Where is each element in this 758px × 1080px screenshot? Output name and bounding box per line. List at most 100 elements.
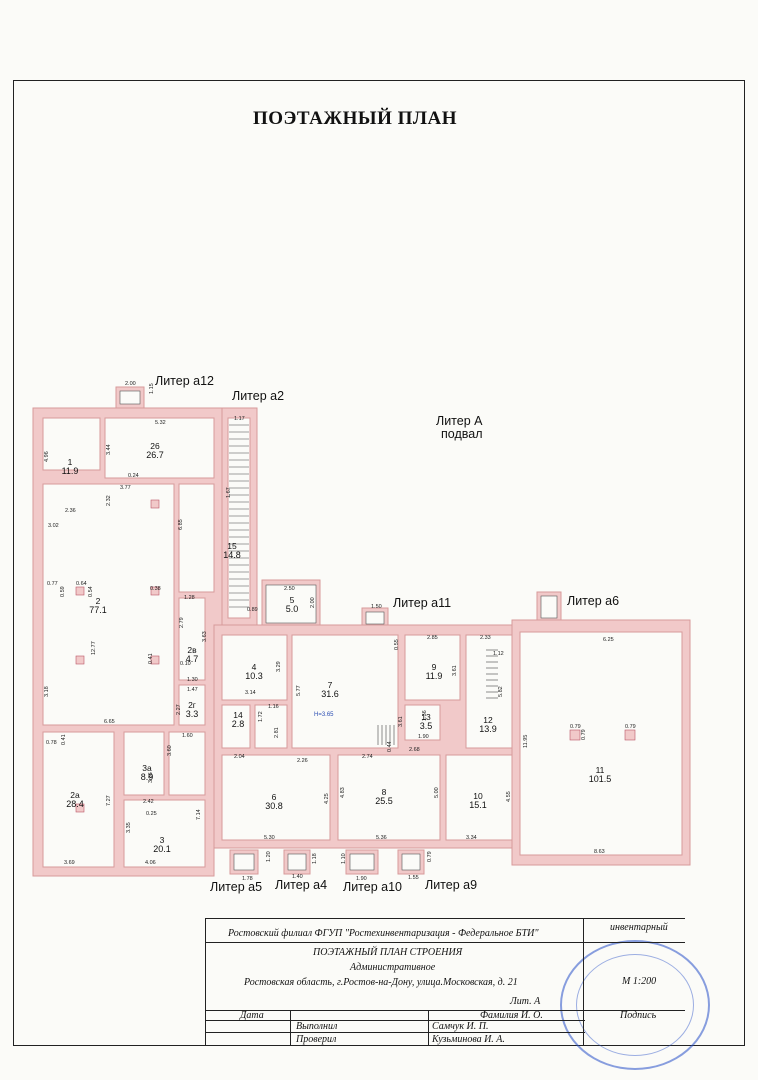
liter-label-a12: Литер а12 — [155, 374, 214, 388]
room-area: 11.9 — [426, 671, 443, 681]
dimension-label: 1.72 — [258, 711, 264, 722]
room-area: 20.1 — [153, 844, 171, 854]
room-number: 8 — [382, 787, 387, 797]
dimension-label: 3.35 — [126, 822, 132, 833]
dimension-label: 2.68 — [409, 747, 420, 753]
liter-label-a2: Литер а2 — [232, 389, 284, 403]
room-area: 11.9 — [62, 466, 79, 476]
room-number: 11 — [596, 765, 605, 775]
dimension-label: 1.40 — [292, 874, 303, 880]
room-area: 3.5 — [420, 721, 433, 731]
tb-did-name: Самчук И. П. — [432, 1021, 489, 1032]
dimension-label: 5.30 — [264, 835, 275, 841]
tb-lit: Лит. А — [510, 996, 541, 1007]
dimension-label: 0.38 — [150, 586, 161, 592]
room-number: 5 — [290, 595, 295, 605]
dimension-label: 0.79 — [581, 729, 587, 740]
dimension-label: 3.34 — [466, 835, 477, 841]
dimension-label: 1.47 — [187, 687, 198, 693]
dimension-label: 0.59 — [60, 586, 66, 597]
dimension-label: 3.61 — [452, 665, 458, 676]
dimension-label: 1.17 — [234, 416, 245, 422]
dimension-label: 4.83 — [340, 787, 346, 798]
liter-label-A_sub: подвал — [441, 427, 483, 441]
tb-col-name: Фамилия И. О. — [480, 1010, 543, 1021]
dimension-label: 5.32 — [155, 420, 166, 426]
dimension-label: 1.90 — [356, 876, 367, 882]
tb-col-sign: Подпись — [620, 1010, 657, 1021]
room-area: 8.9 — [141, 772, 154, 782]
dimension-label: 3.86 — [148, 772, 154, 783]
room-number: 2 — [96, 596, 101, 606]
dimension-label: 4.25 — [324, 793, 330, 804]
dimension-label: 2.00 — [125, 381, 136, 387]
dimension-label: 2.81 — [274, 727, 280, 738]
dimension-label: 1.12 — [493, 651, 504, 657]
dimension-label: 2.27 — [176, 704, 182, 715]
room-number: 14 — [233, 710, 243, 720]
dimension-label: 3.02 — [48, 523, 59, 529]
height-mark: H=3.65 — [314, 712, 334, 718]
dimension-label: 1.20 — [266, 851, 272, 862]
dimension-label: 6.25 — [603, 637, 614, 643]
tb-scale: М 1:200 — [622, 976, 657, 987]
dimension-label: 0.77 — [47, 581, 58, 587]
tb-address: Ростовская область, г.Ростов-на-Дону, ул… — [244, 977, 518, 988]
dimension-label: 0.44 — [387, 741, 393, 752]
liter-label-a6: Литер а6 — [567, 594, 619, 608]
dimension-label: 5.36 — [376, 835, 387, 841]
room-number: 13 — [421, 712, 431, 722]
dimension-label: 4.06 — [145, 860, 156, 866]
room-number: 10 — [473, 791, 483, 801]
tb-document: ПОЭТАЖНЫЙ ПЛАН СТРОЕНИЯ — [313, 947, 463, 958]
dimension-label: 0.54 — [88, 586, 94, 597]
dimension-label: 1.55 — [408, 875, 419, 881]
room-area: 26.7 — [146, 450, 164, 460]
room-area: 28.4 — [66, 799, 84, 809]
wall-stair-15 — [221, 407, 258, 626]
room-number: 6 — [272, 792, 277, 802]
room-area: 4.7 — [186, 654, 199, 664]
dimension-label: 0.55 — [394, 639, 400, 650]
dimension-label: 1.50 — [371, 604, 382, 610]
tb-col-date: Дата — [240, 1010, 264, 1021]
room-area: 101.5 — [589, 774, 612, 784]
dimension-label: 3.61 — [398, 716, 404, 727]
dimension-label: 3.29 — [276, 661, 282, 672]
dimension-label: 3.18 — [44, 686, 50, 697]
dimension-label: 0.79 — [570, 724, 581, 730]
wall-hall-11 — [511, 619, 691, 866]
room-number: 2г — [188, 700, 196, 710]
tb-inventory: инвентарный — [610, 922, 668, 933]
dimension-label: 2.85 — [427, 635, 438, 641]
room-area: 14.8 — [223, 550, 241, 560]
room-number: 9 — [432, 662, 437, 672]
liter-label-a11: Литер а11 — [393, 596, 451, 610]
room-number: 12 — [483, 715, 493, 725]
dimension-label: 4.96 — [44, 451, 50, 462]
room-number: 2в — [187, 645, 197, 655]
room-number: 3 — [160, 835, 165, 845]
dimension-label: 6.85 — [178, 519, 184, 530]
room-number: 2а — [70, 790, 80, 800]
liter-label-a9: Литер а9 — [425, 878, 477, 892]
dimension-label: 3.44 — [106, 444, 112, 455]
room-area: 77.1 — [89, 605, 107, 615]
liter-label-A: Литер А — [436, 414, 483, 428]
dimension-label: 2.50 — [284, 586, 295, 592]
dimension-label: 2.04 — [234, 754, 245, 760]
room-area: 15.1 — [469, 800, 487, 810]
dimension-label: 1.15 — [149, 383, 155, 394]
room-area: 30.8 — [265, 801, 283, 811]
dimension-label: 1.60 — [182, 733, 193, 739]
sheet-frame — [13, 80, 745, 1046]
room-area: 25.5 — [375, 796, 393, 806]
dimension-label: 11.95 — [523, 735, 529, 748]
dimension-label: 1.78 — [242, 876, 253, 882]
liter-label-a5: Литер а5 — [210, 880, 262, 894]
liter-label-a4: Литер а4 — [275, 878, 327, 892]
room-number: 4 — [252, 662, 257, 672]
room-number: 26 — [150, 441, 160, 451]
room-number: 1 — [68, 457, 73, 467]
